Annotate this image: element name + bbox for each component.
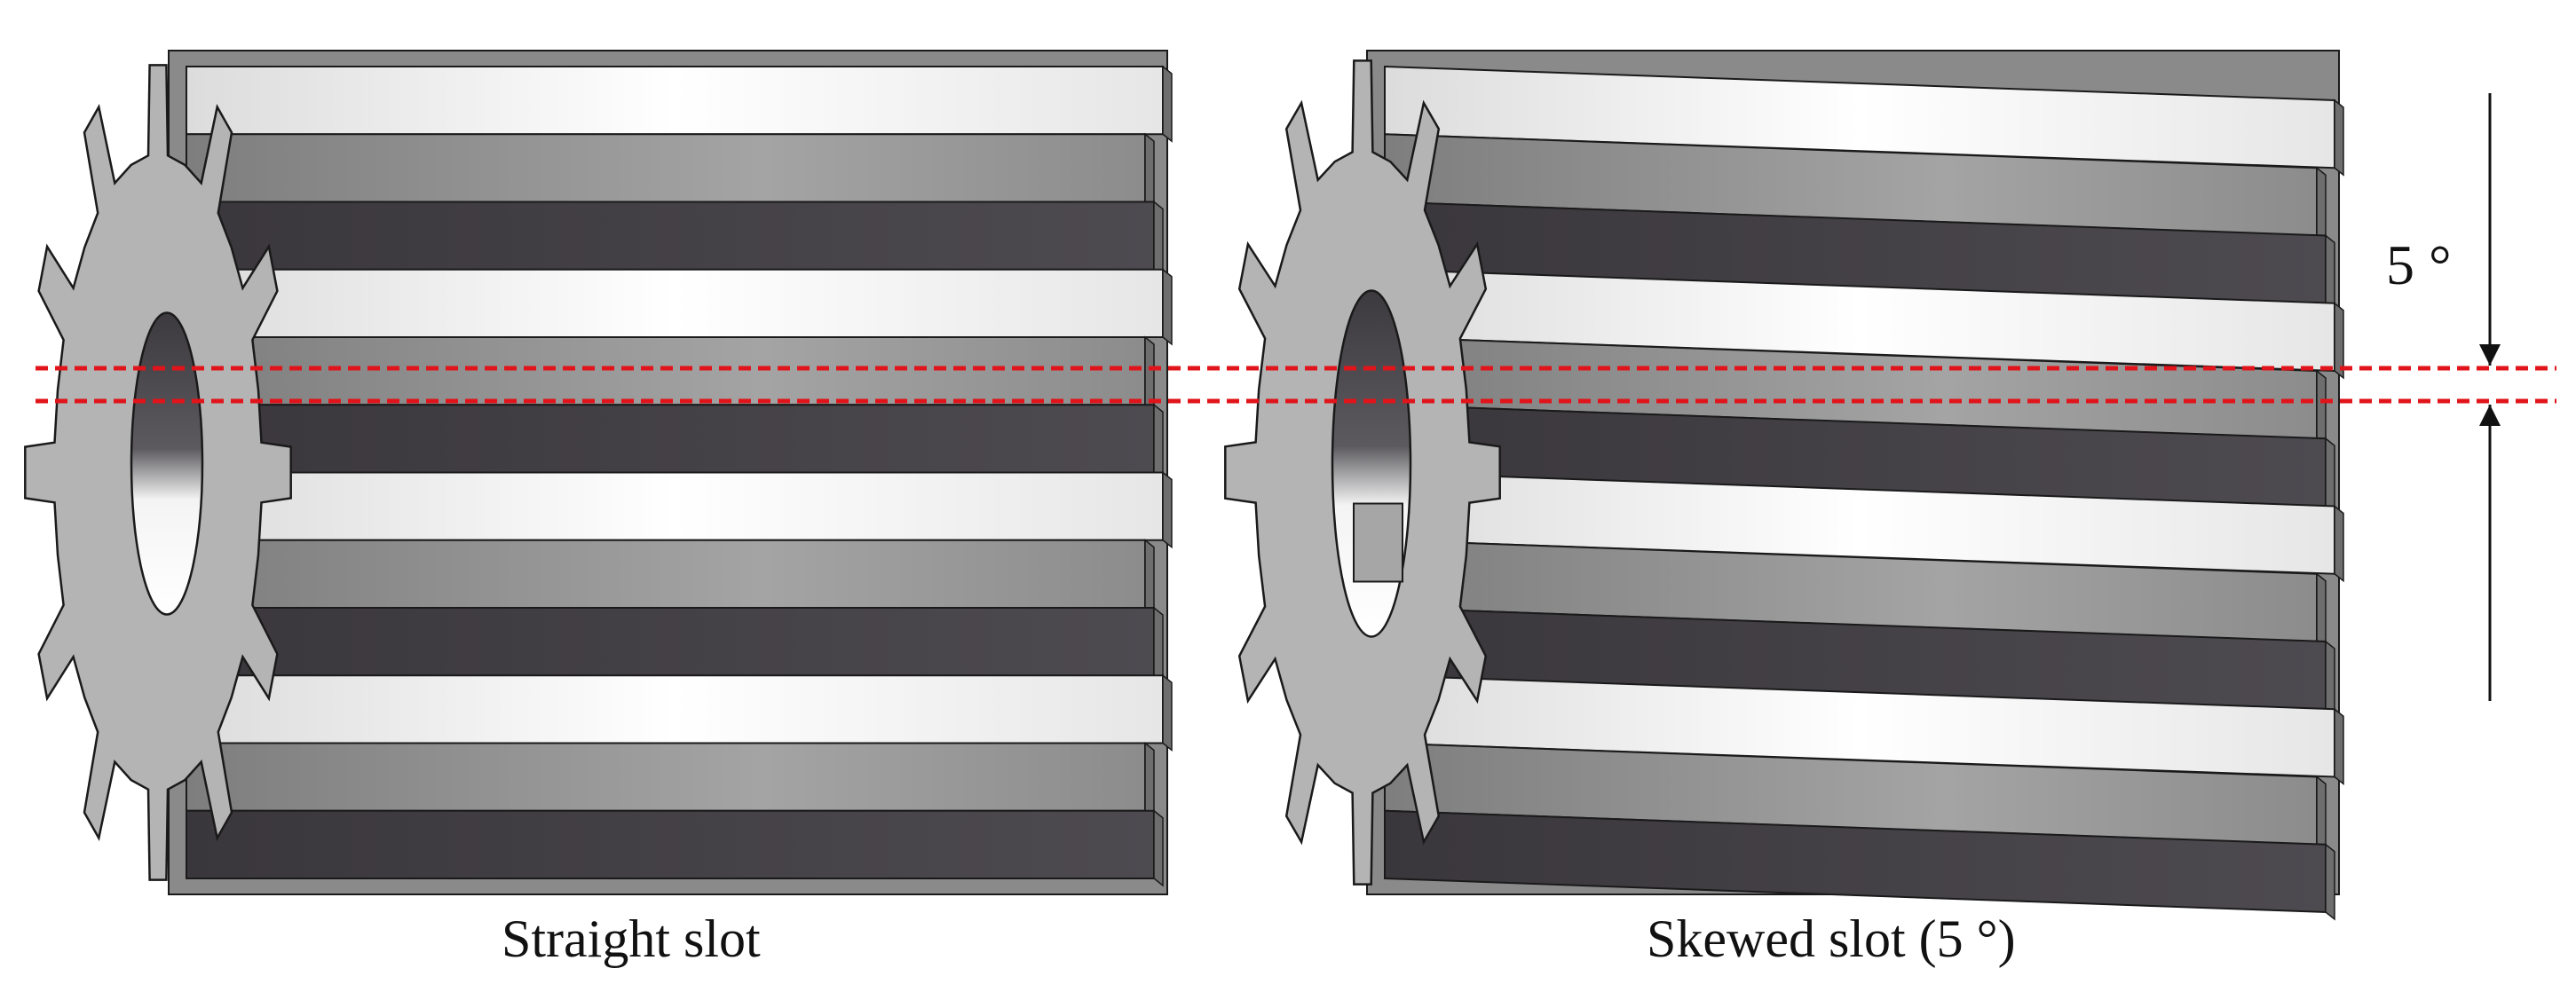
rotor-bar-face bbox=[186, 674, 1164, 744]
rotor-bar-face bbox=[186, 809, 1155, 879]
rotor-bar-face bbox=[186, 66, 1164, 136]
rotor-bar-end bbox=[1162, 470, 1173, 549]
rotor-bore bbox=[1331, 289, 1412, 638]
rotor-bar-end bbox=[1162, 673, 1173, 752]
rotor-bar-face bbox=[186, 336, 1146, 406]
rotor-bar-face bbox=[186, 201, 1155, 271]
rotor-bar-face bbox=[186, 404, 1155, 474]
rotor-bar-end bbox=[1153, 403, 1164, 482]
rotor-bar-end bbox=[1153, 809, 1164, 887]
rotor-bar-end bbox=[2316, 369, 2327, 447]
rotor-bore bbox=[130, 311, 204, 616]
reference-lines bbox=[36, 366, 2556, 404]
rotor-bar-end bbox=[2334, 504, 2344, 583]
rotor-bar-end bbox=[1153, 200, 1164, 279]
rotor-bar-face bbox=[186, 133, 1146, 203]
rotor-bar-end bbox=[2325, 233, 2335, 312]
rotor-bar-face bbox=[186, 268, 1164, 338]
rotor-bar-face bbox=[186, 471, 1164, 541]
rotor-bar-face bbox=[186, 607, 1155, 677]
rotor-bar-end bbox=[1144, 741, 1155, 820]
rotor-bar-end bbox=[2325, 640, 2335, 718]
rotor-bar-end bbox=[2316, 775, 2327, 854]
rotor-bar-end bbox=[2316, 166, 2327, 245]
straight-slot-rotor bbox=[24, 50, 1173, 895]
rotor-bar-end bbox=[2334, 98, 2344, 177]
skewed-slot-caption: Skewed slot (5 °) bbox=[1647, 909, 2016, 968]
rotor-bar-end bbox=[1162, 268, 1173, 346]
rotor-bar-end bbox=[2316, 572, 2327, 650]
rotor-bar-end bbox=[1153, 606, 1164, 684]
rotor-bar-face bbox=[186, 539, 1146, 609]
skewed-slot-rotor bbox=[1224, 50, 2344, 921]
rotor-bar-end bbox=[2325, 437, 2335, 516]
rotor-bar-end bbox=[1144, 539, 1155, 617]
angle-label: 5 ° bbox=[2386, 233, 2452, 296]
rotor-bar-end bbox=[2334, 302, 2344, 380]
rotor-bar-end bbox=[2334, 707, 2344, 786]
rotor-bar-end bbox=[2325, 843, 2335, 921]
rotor-bar-face bbox=[186, 742, 1146, 812]
straight-slot-caption: Straight slot bbox=[502, 909, 761, 968]
rotor-key bbox=[1353, 502, 1403, 583]
rotor-bar-end bbox=[1162, 65, 1173, 143]
rotor-bar-end bbox=[1144, 132, 1155, 211]
